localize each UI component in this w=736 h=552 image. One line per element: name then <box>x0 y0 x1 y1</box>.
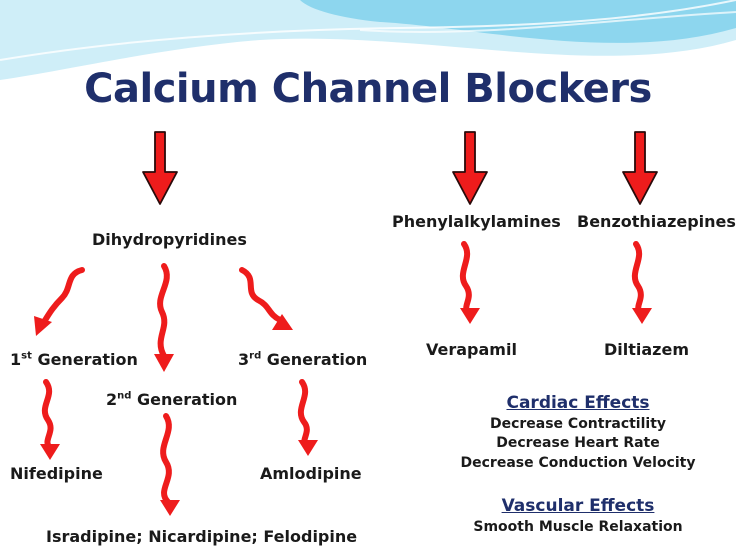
label-third-generation: 3rd Generation <box>238 350 368 369</box>
label-phenylalkylamines: Phenylalkylamines <box>392 212 561 231</box>
vascular-effect-item: Smooth Muscle Relaxation <box>473 519 683 535</box>
drug-second-generation-list: Isradipine; Nicardipine; Felodipine <box>46 527 358 546</box>
top-wave-line <box>0 0 736 61</box>
squiggle-arrow-felodipine-group <box>160 413 180 516</box>
drug-nifedipine: Nifedipine <box>10 464 103 483</box>
arrow-dihydropyridines <box>142 131 178 205</box>
drug-verapamil: Verapamil <box>426 340 517 359</box>
squiggle-arrow-third-generation <box>239 267 293 330</box>
arrow-benzothiazepines <box>622 131 658 205</box>
label-second-generation: 2nd Generation <box>106 390 238 409</box>
cardiac-effect-item: Decrease Heart Rate <box>496 435 660 451</box>
label-first-generation: 1st Generation <box>10 350 138 369</box>
top-wave-line-2 <box>359 11 736 33</box>
drug-diltiazem: Diltiazem <box>604 340 690 359</box>
cardiac-effects-heading: Cardiac Effects <box>506 393 650 413</box>
squiggle-arrow-diltiazem <box>631 241 652 324</box>
squiggle-arrow-second-generation <box>154 263 174 372</box>
label-dihydropyridines: Dihydropyridines <box>92 230 247 249</box>
cardiac-effect-item: Decrease Conduction Velocity <box>460 455 696 471</box>
drug-amlodipine: Amlodipine <box>260 464 362 483</box>
arrow-phenylalkylamines <box>452 131 488 205</box>
squiggle-arrow-verapamil <box>459 241 480 324</box>
squiggle-arrow-amlodipine <box>297 379 318 456</box>
squiggle-arrow-first-generation <box>34 267 85 336</box>
top-wave-mid <box>300 0 736 43</box>
cardiac-effect-item: Decrease Contractility <box>489 416 667 432</box>
vascular-effects-heading: Vascular Effects <box>501 496 655 516</box>
squiggle-arrow-nifedipine <box>40 379 60 460</box>
label-benzothiazepines: Benzothiazepines <box>577 212 736 231</box>
page-title: Calcium Channel Blockers <box>84 66 652 112</box>
